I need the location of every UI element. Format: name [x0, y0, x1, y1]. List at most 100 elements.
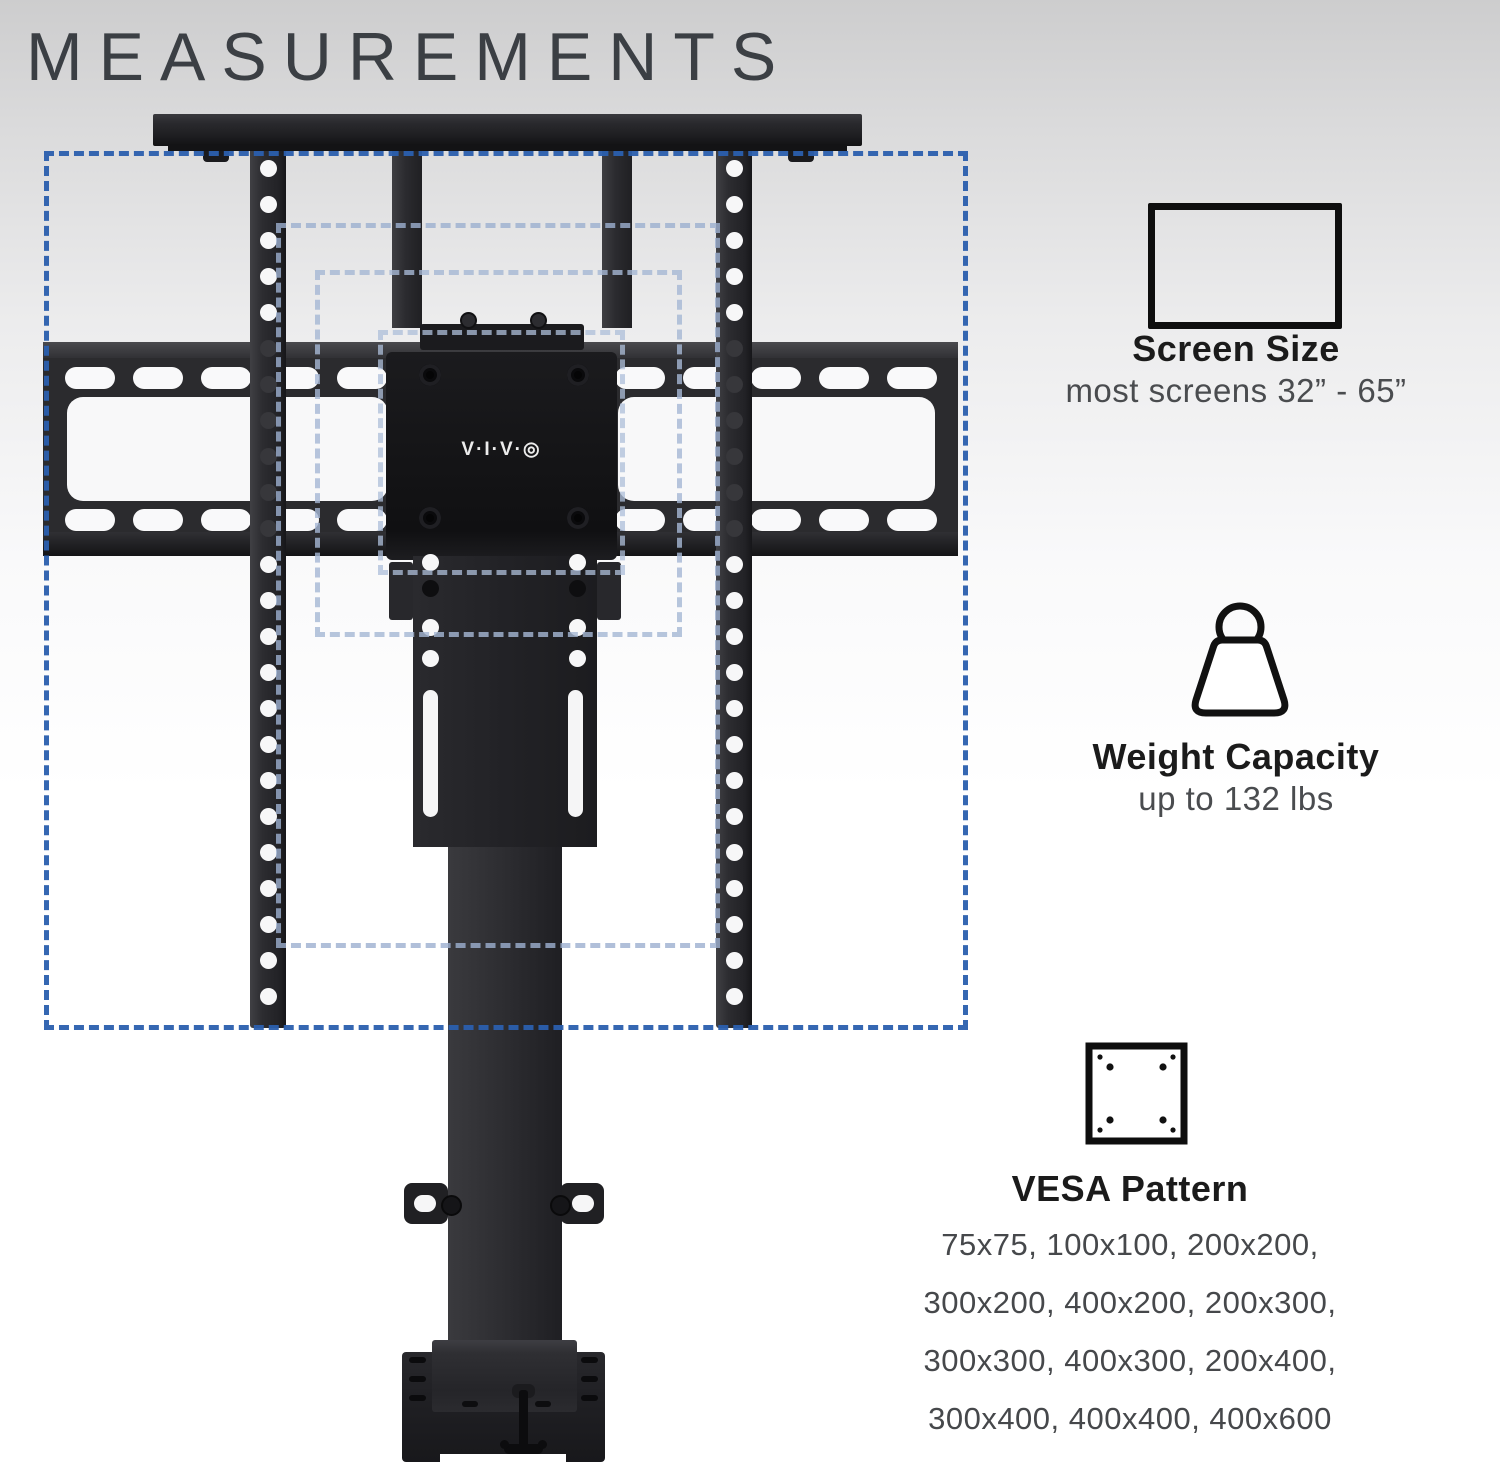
rail-hole — [725, 699, 743, 717]
top-shelf — [153, 114, 862, 146]
rail-hole — [725, 627, 743, 645]
base-slot — [581, 1376, 598, 1382]
rail-hole — [259, 951, 277, 969]
base-slot — [581, 1395, 598, 1401]
rail-hole — [725, 195, 743, 213]
rail-hole — [725, 771, 743, 789]
vesa-line: 75x75, 100x100, 200x200, — [941, 1227, 1319, 1262]
rail-hole — [725, 843, 743, 861]
rail-hole — [259, 231, 277, 249]
bracket-slot — [133, 367, 183, 389]
bracket-window-right — [618, 397, 935, 501]
weight-icon — [1178, 598, 1302, 729]
rail-hole — [725, 447, 743, 465]
rail-hole — [725, 807, 743, 825]
rail-hole — [259, 663, 277, 681]
rail-hole — [259, 771, 277, 789]
bracket-slot — [337, 367, 387, 389]
rail-hole — [259, 699, 277, 717]
rail-hole — [725, 519, 743, 537]
plate-screw — [419, 507, 441, 529]
bracket-slot — [201, 509, 251, 531]
rail-hole — [259, 267, 277, 285]
bracket-window-left — [67, 397, 388, 501]
side-tab-bolt — [550, 1195, 571, 1216]
lift-bracket-wing-right — [597, 562, 621, 620]
vesa-pattern-values: 75x75, 100x100, 200x200, 300x200, 400x20… — [880, 1216, 1380, 1448]
lift-bracket-slot — [568, 690, 583, 817]
bracket-slot — [751, 509, 801, 531]
rail-hole — [259, 915, 277, 933]
lift-bracket-hole — [422, 554, 439, 571]
side-tab-bolt — [441, 1195, 462, 1216]
bracket-slot — [751, 367, 801, 389]
rail-hole — [259, 807, 277, 825]
lift-bracket-hole — [422, 619, 439, 636]
bracket-slot — [201, 367, 251, 389]
screen-size-value: most screens 32” - 65” — [1065, 372, 1407, 409]
lift-bracket-hole — [569, 554, 586, 571]
rail-hole — [259, 195, 277, 213]
base-slot — [409, 1376, 426, 1382]
rail-hole — [725, 159, 743, 177]
rail-hole — [259, 303, 277, 321]
bracket-slot — [133, 509, 183, 531]
lift-bracket-hole — [569, 650, 586, 667]
top-shelf-lip — [168, 144, 847, 151]
rail-hole — [725, 303, 743, 321]
weight-capacity-value: up to 132 lbs — [1138, 780, 1334, 817]
housing-slot — [462, 1401, 478, 1407]
vesa-pattern-label: VESA Pattern — [1011, 1168, 1249, 1209]
bracket-slot — [65, 509, 115, 531]
crossbar-bolt — [530, 312, 547, 329]
lift-bracket — [413, 556, 597, 847]
rail-hole — [259, 987, 277, 1005]
base-slot — [409, 1357, 426, 1363]
shelf-strap-left — [392, 140, 422, 328]
rail-hole — [725, 411, 743, 429]
bracket-slot — [887, 367, 937, 389]
bracket-slot — [337, 509, 387, 531]
rail-hole — [259, 735, 277, 753]
plate-screw — [567, 364, 589, 386]
plate-screw — [567, 507, 589, 529]
bracket-slot — [819, 509, 869, 531]
rail-hole — [259, 627, 277, 645]
lift-bracket-slot — [423, 690, 438, 817]
crank-nub — [500, 1440, 509, 1449]
rail-hole — [725, 663, 743, 681]
bracket-slot — [819, 367, 869, 389]
rail-hole — [725, 591, 743, 609]
base-slot — [409, 1395, 426, 1401]
rail-hole — [259, 447, 277, 465]
rail-hole — [725, 735, 743, 753]
rail-hole — [259, 375, 277, 393]
bracket-slot — [615, 367, 665, 389]
lift-bracket-hole — [569, 619, 586, 636]
rail-hole — [259, 411, 277, 429]
rail-hole — [725, 375, 743, 393]
rail-hole — [725, 231, 743, 249]
base-foot-notch — [440, 1454, 566, 1462]
side-tab-hole — [572, 1195, 594, 1212]
page-title: MEASUREMENTS — [26, 19, 793, 95]
crossbar-bolt — [460, 312, 477, 329]
rail-hole — [259, 519, 277, 537]
vesa-line: 300x400, 400x400, 400x600 — [928, 1401, 1332, 1436]
lift-column — [448, 847, 562, 1352]
bracket-slot — [65, 367, 115, 389]
base-slot — [581, 1357, 598, 1363]
weight-capacity-label: Weight Capacity — [1092, 736, 1380, 777]
rail-hole — [259, 591, 277, 609]
rail-hole — [259, 555, 277, 573]
rail-hole — [725, 987, 743, 1005]
screen-size-label: Screen Size — [1132, 328, 1340, 369]
rail-hole — [725, 483, 743, 501]
rail-hole — [725, 267, 743, 285]
housing-slot — [535, 1401, 551, 1407]
lift-bracket-wing-left — [389, 562, 413, 620]
base-motor-housing — [432, 1340, 577, 1412]
bracket-slot — [615, 509, 665, 531]
lift-bracket-hole — [422, 580, 439, 597]
